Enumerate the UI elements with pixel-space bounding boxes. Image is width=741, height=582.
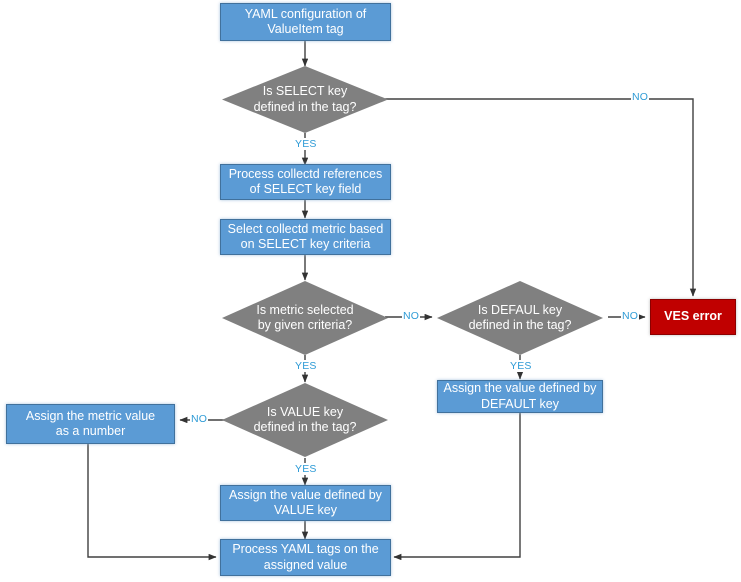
edge-label-select-no: NO: [631, 91, 650, 103]
node-value-key-decision-line2: defined in the tag?: [253, 420, 357, 434]
node-assign-value-key-line1: Assign the value defined by: [229, 487, 382, 502]
node-metric-selected-decision[interactable]: Is metric selected by given criteria?: [222, 281, 388, 355]
edge-default-to-yaml: [393, 412, 521, 561]
edge-label-default-no: NO: [621, 310, 640, 322]
node-default-key-decision-text: Is DEFAUL key defined in the tag?: [469, 303, 572, 334]
node-assign-default-value-line1: Assign the value defined by: [443, 381, 597, 396]
node-process-yaml-tags[interactable]: Process YAML tags on the assigned value: [220, 539, 391, 576]
node-process-yaml-tags-text: Process YAML tags on the assigned value: [232, 542, 378, 573]
node-start-line2: ValueItem tag: [267, 22, 344, 36]
node-select-key-decision-text: Is SELECT key defined in the tag?: [254, 84, 357, 115]
node-process-collectd-references-line1: Process collectd references: [228, 166, 383, 181]
node-process-yaml-tags-line1: Process YAML tags on the: [232, 542, 379, 557]
edge-label-select-yes: YES: [294, 138, 318, 150]
node-value-key-decision[interactable]: Is VALUE key defined in the tag?: [222, 383, 388, 457]
node-select-collectd-metric-line2: on SELECT key criteria: [240, 237, 371, 251]
edge-label-metric-yes: YES: [294, 360, 318, 372]
node-assign-metric-number-line2: as a number: [55, 424, 126, 438]
node-metric-selected-decision-line2: by given criteria?: [257, 318, 353, 332]
node-select-collectd-metric[interactable]: Select collectd metric based on SELECT k…: [220, 219, 391, 255]
node-assign-value-key-text: Assign the value defined by VALUE key: [229, 488, 382, 519]
node-ves-error[interactable]: VES error: [650, 299, 736, 335]
edge-label-value-yes: YES: [294, 463, 318, 475]
node-default-key-decision-line2: defined in the tag?: [468, 318, 572, 332]
node-select-key-decision[interactable]: Is SELECT key defined in the tag?: [222, 66, 388, 133]
node-process-yaml-tags-line2: assigned value: [263, 557, 348, 572]
node-metric-selected-decision-line1: Is metric selected: [256, 302, 354, 317]
node-start-text: YAML configuration of ValueItem tag: [245, 7, 367, 38]
node-assign-value-key-line2: VALUE key: [273, 503, 337, 517]
edge-label-metric-no: NO: [402, 310, 421, 322]
node-assign-default-value[interactable]: Assign the value defined by DEFAULT key: [437, 380, 603, 413]
edge-label-default-yes: YES: [509, 360, 533, 372]
node-value-key-decision-text: Is VALUE key defined in the tag?: [254, 405, 357, 436]
node-assign-metric-number-line1: Assign the metric value: [25, 408, 156, 423]
node-assign-default-value-line2: DEFAULT key: [480, 396, 560, 411]
node-default-key-decision-line1: Is DEFAUL key: [477, 302, 563, 317]
node-value-key-decision-line1: Is VALUE key: [266, 404, 344, 419]
node-start-line1: YAML configuration of: [244, 6, 367, 21]
node-process-collectd-references[interactable]: Process collectd references of SELECT ke…: [220, 164, 391, 200]
node-assign-value-key[interactable]: Assign the value defined by VALUE key: [220, 485, 391, 521]
edge-metricnumber-to-yaml: [87, 444, 217, 561]
node-assign-default-value-text: Assign the value defined by DEFAULT key: [444, 381, 597, 412]
edge-label-value-no: NO: [190, 413, 209, 425]
node-default-key-decision[interactable]: Is DEFAUL key defined in the tag?: [437, 281, 603, 355]
node-start[interactable]: YAML configuration of ValueItem tag: [220, 3, 391, 41]
node-select-key-decision-line1: Is SELECT key: [262, 84, 348, 99]
node-select-collectd-metric-line1: Select collectd metric based: [227, 221, 384, 236]
node-assign-metric-number[interactable]: Assign the metric value as a number: [6, 404, 175, 444]
node-select-key-decision-line2: defined in the tag?: [253, 99, 357, 114]
node-metric-selected-decision-text: Is metric selected by given criteria?: [256, 303, 353, 334]
node-process-collectd-references-line2: of SELECT key field: [249, 182, 362, 196]
edge-select-no: [385, 98, 697, 297]
node-assign-metric-number-text: Assign the metric value as a number: [26, 409, 155, 440]
node-ves-error-label: VES error: [664, 309, 722, 324]
node-process-collectd-references-text: Process collectd references of SELECT ke…: [229, 167, 383, 198]
node-select-collectd-metric-text: Select collectd metric based on SELECT k…: [228, 222, 384, 253]
